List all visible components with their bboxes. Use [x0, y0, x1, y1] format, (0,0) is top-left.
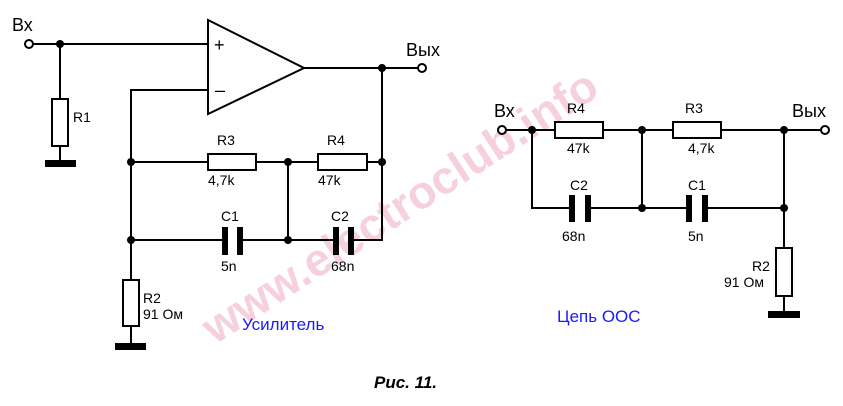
- junction: [127, 236, 135, 244]
- junction: [528, 126, 536, 134]
- c1-value: 5n: [221, 258, 237, 274]
- resistor-r4: [317, 153, 368, 171]
- ground-icon: [45, 160, 76, 167]
- ground-icon: [115, 343, 146, 350]
- capacitor-c2: [569, 195, 591, 222]
- junction: [378, 158, 386, 166]
- r4-label: R4: [567, 100, 585, 116]
- r3-label: R3: [685, 100, 703, 116]
- minus-sign: –: [215, 80, 225, 100]
- r2-value: 91 Ом: [724, 274, 764, 290]
- c2-value: 68n: [562, 228, 585, 244]
- r4-label: R4: [327, 132, 345, 148]
- junction: [127, 158, 135, 166]
- resistor-r4: [554, 121, 604, 139]
- output-terminal: [417, 63, 427, 73]
- output-terminal: [820, 125, 830, 135]
- junction: [284, 236, 292, 244]
- input-label: Вх: [12, 15, 33, 35]
- amplifier-title: Усилитель: [242, 315, 324, 334]
- junction: [638, 204, 646, 212]
- c1-label: C1: [688, 177, 706, 193]
- wire: [506, 129, 821, 312]
- resistor-r3: [207, 153, 257, 171]
- r2-label: R2: [143, 290, 161, 306]
- r4-value: 47k: [567, 140, 591, 156]
- capacitor-c2: [333, 227, 382, 255]
- resistor-r3: [672, 121, 722, 139]
- feedback-title: Цепь ООС: [557, 307, 641, 326]
- capacitor-c1: [686, 195, 708, 222]
- c2-value: 68n: [331, 258, 354, 274]
- ground-icon: [768, 311, 800, 318]
- op-amp: [207, 18, 307, 116]
- r1-label: R1: [73, 109, 91, 125]
- r3-value: 4,7k: [688, 140, 715, 156]
- junction: [780, 204, 788, 212]
- c2-label: C2: [331, 208, 349, 224]
- c1-label: C1: [221, 208, 239, 224]
- resistor-r2: [122, 279, 140, 327]
- c1-value: 5n: [688, 228, 704, 244]
- output-label: Вых: [792, 101, 826, 121]
- r3-value: 4,7k: [208, 172, 235, 188]
- input-terminal: [24, 39, 34, 49]
- junction: [378, 64, 386, 72]
- c2-label: C2: [570, 177, 588, 193]
- r3-label: R3: [217, 132, 235, 148]
- input-terminal: [497, 125, 507, 135]
- r2-label: R2: [752, 258, 770, 274]
- r2-value: 91 Ом: [143, 306, 183, 322]
- r4-value: 47k: [318, 172, 342, 188]
- capacitor-c1: [222, 227, 243, 255]
- input-label: Вх: [494, 101, 515, 121]
- watermark: www.electroclub.info: [191, 59, 607, 354]
- output-label: Вых: [406, 40, 440, 60]
- junction: [284, 158, 292, 166]
- junction: [780, 126, 788, 134]
- resistor-r2: [775, 247, 793, 297]
- amplifier-circuit: + – Вх Вых R1 R3 4,7k R4 47k C1 5n C2 68…: [12, 15, 440, 350]
- feedback-circuit: Вх Вых R4 47k R3 4,7k C2 68n C1 5n R2 91…: [494, 100, 830, 326]
- plus-sign: +: [214, 35, 225, 55]
- resistor-r1: [51, 98, 69, 147]
- junction: [56, 40, 64, 48]
- figure-caption: Рис. 11.: [374, 373, 437, 392]
- junction: [638, 126, 646, 134]
